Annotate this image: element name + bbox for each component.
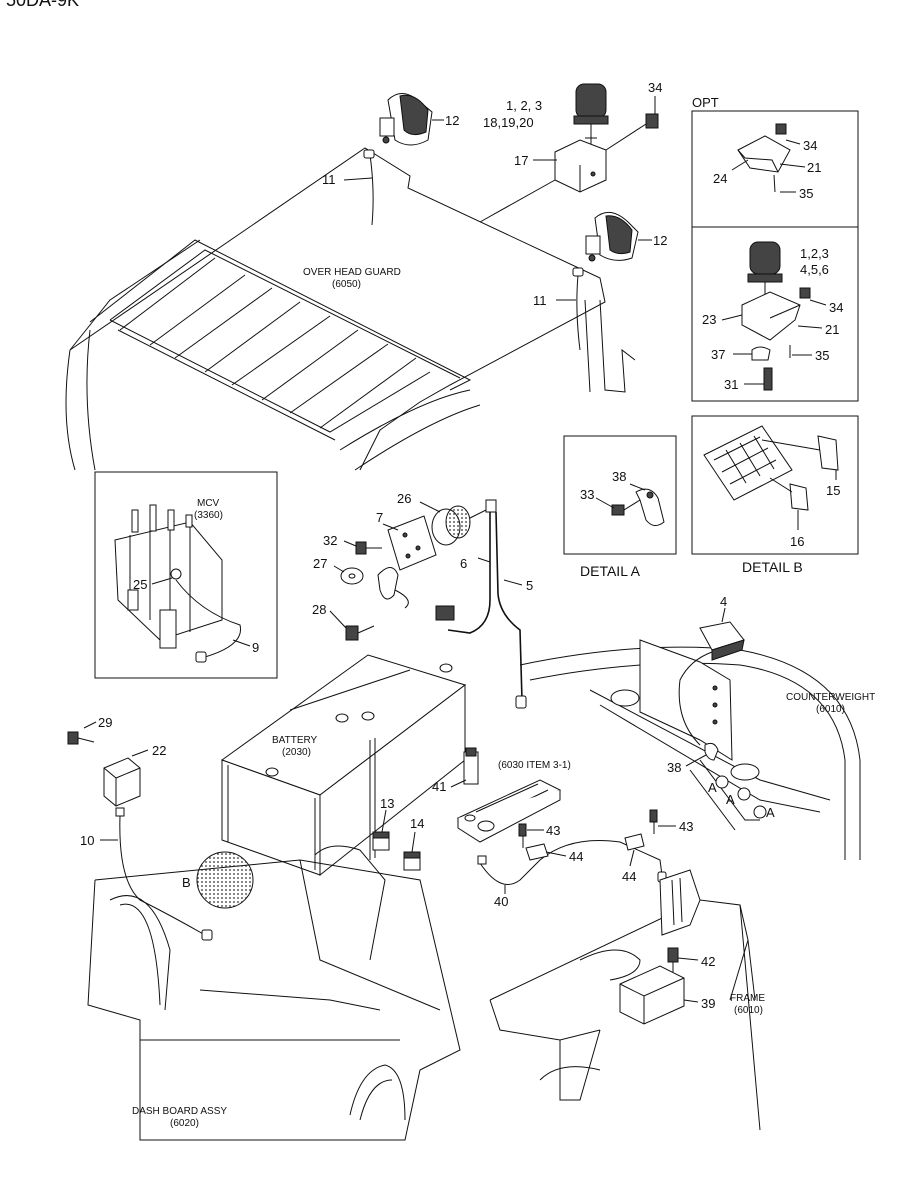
callout-beacon-opt-1: 1,2,3 [800,246,829,261]
callout-21-opt-top: 21 [807,160,821,175]
dash-board-assy [87,845,461,1141]
callout-beacon-opt-2: 4,5,6 [800,262,829,277]
callout-42: 42 [701,954,715,969]
callout-35-opt-top: 35 [799,186,813,201]
callout-6: 6 [460,556,467,571]
mcv-box [94,471,278,679]
callout-beacon-main-1: 1, 2, 3 [506,98,542,113]
counterweight-ref: (6010) [816,704,845,715]
beacon-opt [741,241,811,391]
dash-board-label: DASH BOARD ASSY [132,1106,227,1117]
battery [220,654,467,877]
callout-38-counterweight: 38 [667,760,681,775]
callout-38-detail: 38 [612,469,626,484]
callout-14: 14 [410,816,424,831]
callout-23: 23 [702,312,716,327]
frame-ref: (6010) [734,1005,763,1016]
callout-34-opt-bottom: 34 [829,300,843,315]
callout-35-opt-bottom: 35 [815,348,829,363]
callout-37: 37 [711,347,725,362]
callout-34-opt-top: 34 [803,138,817,153]
callout-44-left: 44 [569,849,583,864]
callout-5: 5 [526,578,533,593]
callout-22: 22 [152,743,166,758]
opt-box-bottom [691,226,859,402]
counterweight-label: COUNTERWEIGHT [786,692,875,703]
detail-b-marker-circle [196,851,254,909]
callout-43-right: 43 [679,819,693,834]
over-head-guard-label: OVER HEAD GUARD [303,267,401,278]
frame-label: FRAME [730,993,765,1004]
detail-a-label: DETAIL A [580,563,641,579]
beacon-main [554,83,609,193]
callout-41: 41 [432,779,446,794]
opt-bracket-top [737,123,791,193]
battery-label: BATTERY [272,735,318,746]
marker-a-3: A [766,805,775,820]
model-title: 50DA-9K [6,0,79,10]
callout-32: 32 [323,533,337,548]
over-head-guard [65,147,636,471]
callout-44-right: 44 [622,869,636,884]
callout-11-top: 11 [322,172,336,187]
callout-4: 4 [720,594,727,609]
callout-39: 39 [701,996,715,1011]
frame [489,869,761,1131]
callout-21-opt-bottom: 21 [825,322,839,337]
callout-31: 31 [724,377,738,392]
mcv-ref: (3360) [194,510,223,521]
callout-11-right: 11 [533,293,547,308]
callout-27: 27 [313,556,327,571]
callout-9: 9 [252,640,259,655]
callout-40: 40 [494,894,508,909]
callout-33: 33 [580,487,594,502]
marker-a-2: A [726,792,735,807]
opt-label: OPT [692,95,719,110]
detail-a-box [563,435,677,555]
mcv-label: MCV [197,498,220,509]
detail-a-clip [611,488,665,526]
callout-beacon-main-2: 18,19,20 [483,115,534,130]
battery-ref: (2030) [282,747,311,758]
callout-25: 25 [133,577,147,592]
counterweight [519,639,861,860]
horn-assembly [377,499,497,609]
dash-board-ref: (6020) [170,1118,199,1129]
item-tray [456,779,562,843]
item-ref-label: (6030 ITEM 3-1) [498,760,571,771]
callout-43-left: 43 [546,823,560,838]
detail-b-label: DETAIL B [742,559,803,575]
mcv-valve [114,504,223,649]
callout-13: 13 [380,796,394,811]
over-head-guard-ref: (6050) [332,279,361,290]
callout-24: 24 [713,171,727,186]
callout-12-right: 12 [653,233,667,248]
detail-b-marker: B [182,875,191,890]
callout-34-main: 34 [648,80,662,95]
callout-7: 7 [376,510,383,525]
callout-28: 28 [312,602,326,617]
callout-10: 10 [80,833,94,848]
callout-16: 16 [790,534,804,549]
callout-17: 17 [514,153,528,168]
detail-b-switch-panel [703,425,839,511]
work-lamp-right [585,211,639,262]
callout-29: 29 [98,715,112,730]
callout-12-top: 12 [445,113,459,128]
work-lamp-top [379,93,433,146]
detail-b-box [691,415,859,555]
callout-15: 15 [826,483,840,498]
marker-a-1: A [708,780,717,795]
callout-26: 26 [397,491,411,506]
